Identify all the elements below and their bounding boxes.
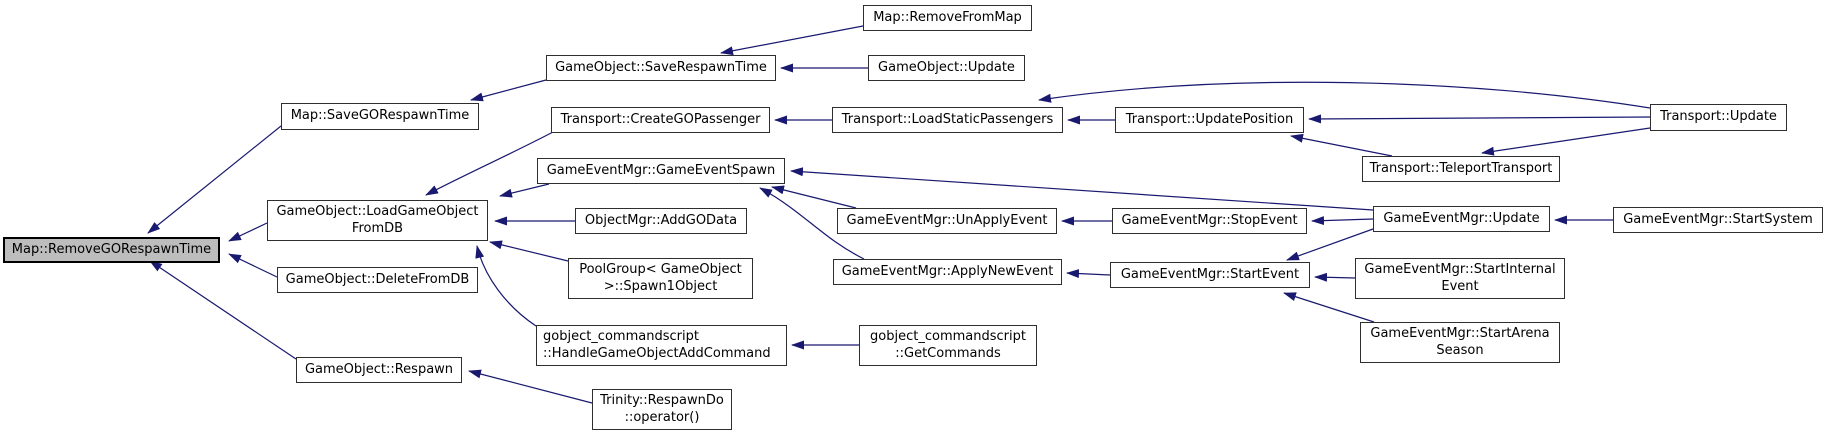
edge-creategopassenger-to-loadfromdb <box>425 131 554 196</box>
node-label: GameObject::Update <box>878 59 1015 75</box>
node-gobject-commandscript-get-commands[interactable]: gobject_commandscript ::GetCommands <box>859 325 1037 366</box>
node-label-line1: GameObject::LoadGameObject <box>276 203 479 219</box>
edge-gameeventspawn-to-loadfromdb <box>499 183 550 198</box>
edge-gemupdate-to-stopevent <box>1311 216 1374 226</box>
node-map-save-go-respawn-time[interactable]: Map::SaveGORespawnTime <box>281 103 479 130</box>
edge-startevent-to-applynewevent <box>1066 269 1111 279</box>
node-label: Map::SaveGORespawnTime <box>290 108 470 124</box>
edge-respawndo-to-respawn <box>468 369 593 404</box>
node-label: GameEventMgr::StartEvent <box>1120 266 1300 282</box>
node-gameobject-delete-from-db[interactable]: GameObject::DeleteFromDB <box>277 267 478 293</box>
node-label: GameObject::SaveRespawnTime <box>555 59 767 75</box>
node-label: Transport::TeleportTransport <box>1369 160 1553 176</box>
node-label: GameEventMgr::StopEvent <box>1121 212 1298 228</box>
node-label-line1: GameEventMgr::StartArena <box>1370 325 1550 341</box>
node-label-line1: Trinity::RespawnDo <box>600 392 724 408</box>
node-gameeventmgr-start-event[interactable]: GameEventMgr::StartEvent <box>1110 262 1310 288</box>
node-gameobject-update[interactable]: GameObject::Update <box>868 55 1025 81</box>
node-label: Map::RemoveGORespawnTime <box>11 241 212 257</box>
node-transport-create-go-passenger[interactable]: Transport::CreateGOPassenger <box>551 107 770 133</box>
node-label-line2: ::operator() <box>624 409 700 425</box>
edge-gemupdate-to-startevent <box>1286 228 1374 261</box>
node-transport-update-position[interactable]: Transport::UpdatePosition <box>1115 107 1304 133</box>
node-label: Map::RemoveFromMap <box>873 9 1022 25</box>
node-gameobject-save-respawn-time[interactable]: GameObject::SaveRespawnTime <box>546 55 776 81</box>
node-label: Transport::CreateGOPassenger <box>560 111 761 127</box>
node-poolgroup-spawn1object[interactable]: PoolGroup< GameObject >::Spawn1Object <box>568 258 753 299</box>
edge-saverespawntime-to-savegorespawntime <box>470 79 547 102</box>
node-label-line2: ::HandleGameObjectAddCommand <box>543 345 771 361</box>
node-transport-update[interactable]: Transport::Update <box>1650 104 1787 131</box>
edge-savegorespawntime-to-root <box>147 125 282 234</box>
edge-startarenaseason-to-startevent <box>1283 292 1375 323</box>
node-gameobject-respawn[interactable]: GameObject::Respawn <box>296 357 462 383</box>
edge-unapplyevent-to-gameeventspawn <box>771 185 857 209</box>
node-gameeventmgr-start-internal-event[interactable]: GameEventMgr::StartInternal Event <box>1355 258 1565 299</box>
node-label: Transport::Update <box>1660 109 1777 125</box>
node-gameeventmgr-game-event-spawn[interactable]: GameEventMgr::GameEventSpawn <box>537 158 785 184</box>
node-label-line2: Season <box>1436 342 1484 358</box>
edge-transportupdate-to-loadstaticpassengers <box>1038 81 1651 109</box>
node-label-line1: PoolGroup< GameObject <box>579 261 742 277</box>
edge-startinternalevent-to-startevent <box>1314 272 1356 282</box>
node-label: GameEventMgr::GameEventSpawn <box>546 162 776 178</box>
edge-deletefromdb-to-root <box>228 253 278 278</box>
node-label: GameObject::Respawn <box>304 361 454 377</box>
edge-removefrommap-to-saverespawntime <box>720 25 864 56</box>
node-gameeventmgr-update[interactable]: GameEventMgr::Update <box>1373 206 1550 232</box>
node-label: GameEventMgr::Update <box>1383 210 1540 226</box>
node-label-line1: GameEventMgr::StartInternal <box>1364 261 1556 277</box>
node-transport-load-static-passengers[interactable]: Transport::LoadStaticPassengers <box>832 107 1063 133</box>
node-label: ObjectMgr::AddGOData <box>584 212 738 228</box>
edge-respawn-to-root <box>149 260 297 360</box>
edge-teleporttransport-to-updateposition <box>1290 133 1393 157</box>
node-map-remove-go-respawn-time: Map::RemoveGORespawnTime <box>3 237 220 263</box>
node-label-line1: gobject_commandscript <box>870 328 1026 344</box>
node-gameeventmgr-unapply-event[interactable]: GameEventMgr::UnApplyEvent <box>837 208 1057 234</box>
node-gameobject-load-game-object-from-db[interactable]: GameObject::LoadGameObject FromDB <box>267 200 488 241</box>
edge-transportupdate-to-teleporttransport <box>1481 127 1651 156</box>
node-gameeventmgr-stop-event[interactable]: GameEventMgr::StopEvent <box>1112 208 1307 234</box>
edge-loadfromdb-to-root <box>228 222 268 242</box>
node-objectmgr-add-go-data[interactable]: ObjectMgr::AddGOData <box>575 208 747 234</box>
node-label-line1: gobject_commandscript <box>543 328 699 344</box>
node-gameeventmgr-start-arena-season[interactable]: GameEventMgr::StartArena Season <box>1360 322 1560 363</box>
node-label: GameEventMgr::UnApplyEvent <box>846 212 1048 228</box>
edge-handlegoadd-to-loadfromdb <box>475 245 537 327</box>
node-label-line2: ::GetCommands <box>895 345 1001 361</box>
node-label: GameObject::DeleteFromDB <box>285 271 470 287</box>
node-label: Transport::UpdatePosition <box>1125 111 1294 127</box>
edge-applynewevent-to-gameeventspawn <box>759 187 865 260</box>
node-label-line2: >::Spawn1Object <box>603 278 718 294</box>
edge-gemupdate-to-gameeventspawn <box>790 167 1374 211</box>
node-gameeventmgr-apply-new-event[interactable]: GameEventMgr::ApplyNewEvent <box>833 259 1062 285</box>
node-transport-teleport-transport[interactable]: Transport::TeleportTransport <box>1362 156 1560 182</box>
node-label-line2: Event <box>1441 278 1479 294</box>
node-label: GameEventMgr::StartSystem <box>1623 211 1813 227</box>
edge-spawn1object-to-loadfromdb <box>489 240 569 262</box>
node-label: Transport::LoadStaticPassengers <box>841 111 1054 127</box>
node-map-remove-from-map[interactable]: Map::RemoveFromMap <box>863 5 1032 31</box>
node-label-line2: FromDB <box>351 220 404 236</box>
edge-transportupdate-to-updateposition <box>1308 114 1651 124</box>
node-gameeventmgr-start-system[interactable]: GameEventMgr::StartSystem <box>1613 207 1823 233</box>
node-gobject-commandscript-handle-game-object-add-command[interactable]: gobject_commandscript ::HandleGameObject… <box>536 325 787 366</box>
node-trinity-respawndo-operator[interactable]: Trinity::RespawnDo ::operator() <box>592 389 732 430</box>
node-label: GameEventMgr::ApplyNewEvent <box>841 263 1054 279</box>
